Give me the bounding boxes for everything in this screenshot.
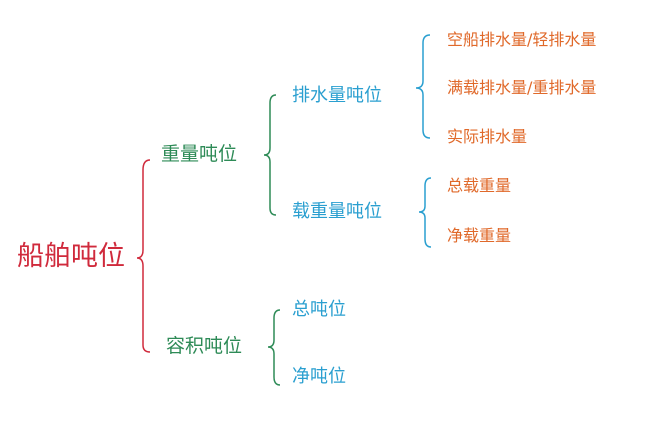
brace-root: [136, 159, 151, 353]
net-deadweight: 净载重量: [447, 226, 512, 245]
light-displacement: 空船排水量/轻排水量: [447, 30, 597, 49]
actual-displacement: 实际排水量: [447, 127, 528, 146]
volume-tonnage: 容积吨位: [166, 335, 243, 357]
net-tonnage: 净吨位: [292, 366, 346, 387]
brace-volume: [267, 309, 281, 386]
brace-deadweight: [418, 177, 432, 248]
brace-displacement: [415, 34, 431, 139]
displacement-tonnage: 排水量吨位: [292, 85, 382, 106]
brace-weight: [263, 94, 277, 216]
deadweight-tonnage: 载重量吨位: [292, 201, 382, 222]
gross-tonnage: 总吨位: [292, 299, 346, 320]
root-label: 船舶吨位: [17, 241, 125, 272]
total-deadweight: 总载重量: [447, 176, 512, 195]
weight-tonnage: 重量吨位: [161, 143, 238, 165]
full-displacement: 满载排水量/重排水量: [447, 78, 597, 97]
